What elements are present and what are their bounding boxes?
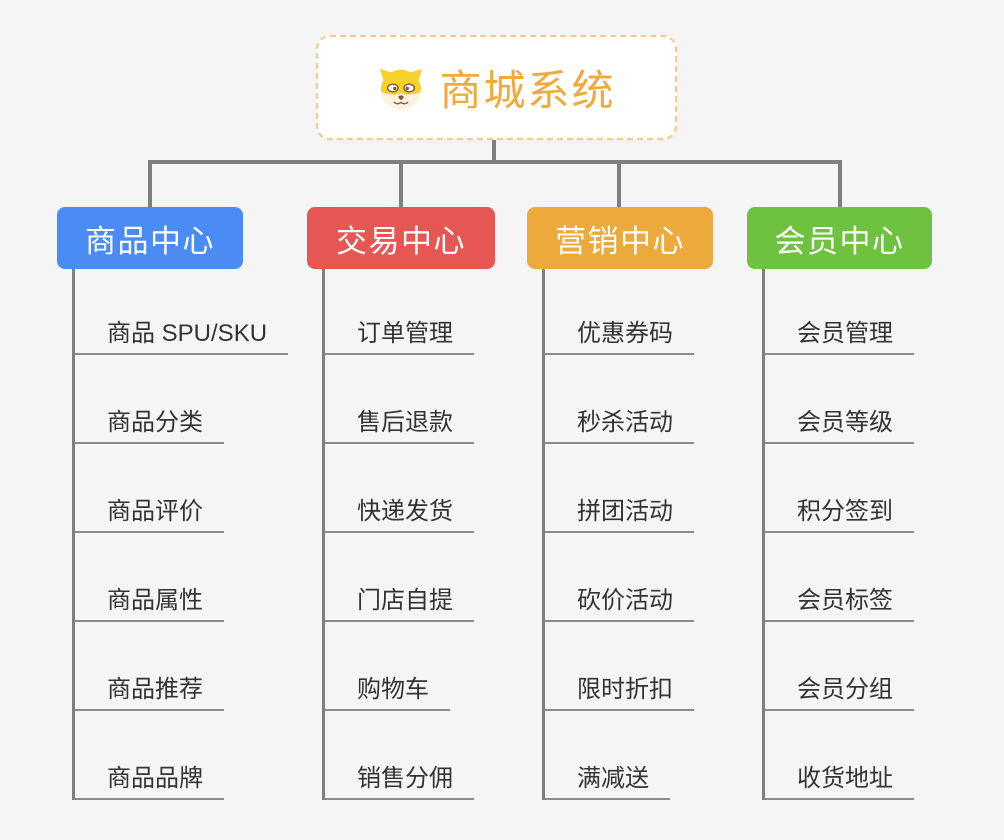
child-node[interactable]: 商品 SPU/SKU	[75, 269, 289, 355]
connector-line	[148, 160, 842, 164]
child-node[interactable]: 收货地址	[765, 711, 914, 800]
child-node[interactable]: 订单管理	[325, 269, 474, 355]
child-node[interactable]: 商品分类	[75, 355, 224, 444]
branch-node-marketing-center[interactable]: 营销中心	[527, 207, 713, 269]
child-node[interactable]: 限时折扣	[545, 622, 694, 711]
child-node[interactable]: 售后退款	[325, 355, 474, 444]
connector-line	[148, 160, 152, 210]
connector-line	[838, 160, 842, 210]
child-node[interactable]: 砍价活动	[545, 533, 694, 622]
connector-line	[492, 140, 496, 164]
child-node[interactable]: 商品推荐	[75, 622, 224, 711]
child-node[interactable]: 商品评价	[75, 444, 224, 533]
root-title: 商城系统	[439, 67, 616, 114]
child-node[interactable]: 会员分组	[765, 622, 914, 711]
child-node[interactable]: 会员等级	[765, 355, 914, 444]
branch-node-product-center[interactable]: 商品中心	[57, 207, 243, 269]
child-node[interactable]: 会员管理	[765, 269, 914, 355]
connector-line	[399, 160, 403, 210]
connector-line	[617, 160, 621, 210]
child-node[interactable]: 优惠券码	[545, 269, 694, 355]
child-node[interactable]: 满减送	[545, 711, 670, 800]
dog-logo-icon	[377, 65, 425, 111]
child-node[interactable]: 商品属性	[75, 533, 224, 622]
branch-node-member-center[interactable]: 会员中心	[747, 207, 932, 269]
branch-children-member-center: 会员管理 会员等级 积分签到 会员标签 会员分组 收货地址	[762, 269, 914, 800]
child-node[interactable]: 拼团活动	[545, 444, 694, 533]
child-node[interactable]: 销售分佣	[325, 711, 474, 800]
branch-children-product-center: 商品 SPU/SKU 商品分类 商品评价 商品属性 商品推荐 商品品牌	[72, 269, 289, 800]
child-node[interactable]: 购物车	[325, 622, 450, 711]
child-node[interactable]: 会员标签	[765, 533, 914, 622]
child-node[interactable]: 积分签到	[765, 444, 914, 533]
child-node[interactable]: 秒杀活动	[545, 355, 694, 444]
child-node[interactable]: 快递发货	[325, 444, 474, 533]
child-node[interactable]: 门店自提	[325, 533, 474, 622]
child-node[interactable]: 商品品牌	[75, 711, 224, 800]
branch-children-marketing-center: 优惠券码 秒杀活动 拼团活动 砍价活动 限时折扣 满减送	[542, 269, 694, 800]
branch-children-trade-center: 订单管理 售后退款 快递发货 门店自提 购物车 销售分佣	[322, 269, 474, 800]
branch-node-trade-center[interactable]: 交易中心	[307, 207, 495, 269]
root-node[interactable]: 商城系统	[316, 35, 677, 140]
